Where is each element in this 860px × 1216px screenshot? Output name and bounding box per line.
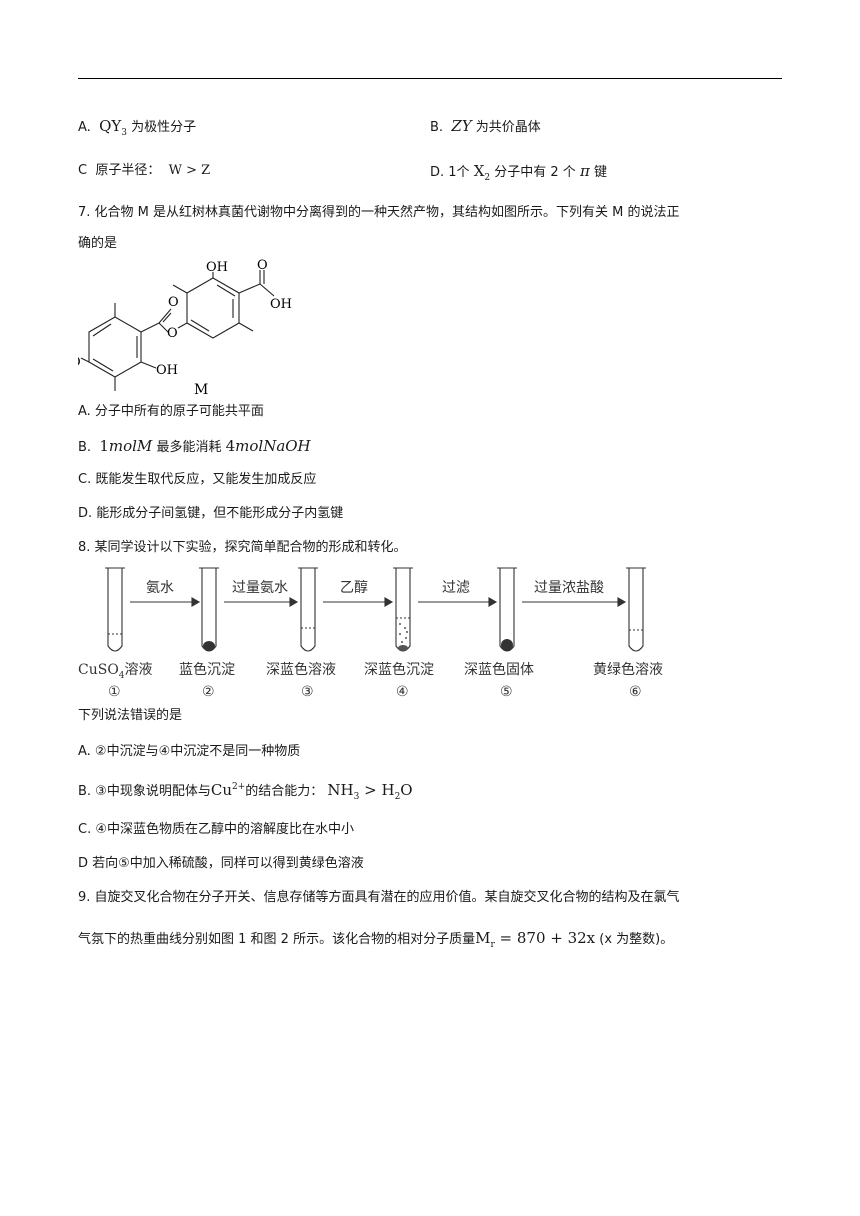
- tube-num-5: ⑤: [500, 684, 513, 700]
- nh3-h2o: NH3 > H2O: [327, 781, 413, 802]
- precipitate-4: [398, 623, 408, 651]
- q7-option-b[interactable]: B. 1molM 最多能消耗 4molNaOH: [78, 437, 311, 455]
- arrow-label-2: 过量氨水: [232, 580, 288, 596]
- q6-option-d[interactable]: D. 1个 X2 分子中有 2 个 π 键: [430, 162, 607, 183]
- q8-option-a[interactable]: A. ②中沉淀与④中沉淀不是同一种物质: [78, 744, 301, 759]
- q6-option-a[interactable]: A. QY3 为极性分子: [78, 117, 197, 138]
- tube-num-1: ①: [108, 684, 121, 700]
- struct-oh-top: OH: [206, 260, 228, 275]
- precipitate-2: [203, 641, 215, 651]
- struct-oh-bottom: OH: [156, 363, 178, 378]
- q6-d-formula: X2: [473, 162, 491, 183]
- struct-oh-acid: OH: [270, 297, 292, 312]
- q6-a-formula: QY3: [99, 117, 127, 138]
- test-tube-1: [105, 567, 125, 652]
- q8-stem: 8. 某同学设计以下实验，探究简单配合物的形成和转化。: [78, 540, 407, 555]
- test-tube-2: [199, 567, 219, 652]
- q7-option-c[interactable]: C. 既能发生取代反应，又能发生加成反应: [78, 472, 317, 487]
- tube-num-4: ④: [396, 684, 409, 700]
- cu-ion: Cu2+: [210, 781, 246, 799]
- q8-option-b[interactable]: B. ③中现象说明配体与Cu2+的结合能力： NH3 > H2O: [78, 781, 413, 802]
- tube-num-3: ③: [301, 684, 314, 700]
- test-tube-5: [497, 567, 517, 652]
- tube-label-5: 深蓝色固体: [464, 661, 534, 678]
- tube-label-3: 深蓝色溶液: [266, 661, 336, 678]
- q9-line2: 气氛下的热重曲线分别如图 1 和图 2 所示。该化合物的相对分子质量Mr = 8…: [78, 929, 674, 950]
- q7-option-d[interactable]: D. 能形成分子间氢键，但不能形成分子内氢键: [78, 506, 344, 521]
- q7-option-a[interactable]: A. 分子中所有的原子可能共平面: [78, 404, 264, 419]
- struct-o-acid: O: [257, 258, 268, 273]
- tube-num-6: ⑥: [629, 684, 642, 700]
- q8-option-d[interactable]: D 若向⑤中加入稀硫酸，同样可以得到黄绿色溶液: [78, 856, 364, 871]
- test-tube-6: [626, 567, 646, 652]
- compound-m-structure: OH O OH O O O OH M: [78, 258, 292, 398]
- q7-stem-line2: 确的是: [78, 236, 118, 251]
- arrow-label-1: 氨水: [146, 580, 174, 596]
- tube-num-2: ②: [202, 684, 215, 700]
- precipitate-5: [501, 639, 513, 651]
- experiment-flow-diagram: 氨水 过量氨水 乙醇 过滤 过量浓盐酸 CuSO4溶液 蓝色沉淀 深蓝色溶液 深…: [78, 567, 663, 700]
- struct-m-label: M: [194, 382, 208, 398]
- tube-label-4: 深蓝色沉淀: [364, 661, 434, 678]
- struct-o-methoxy: O: [78, 355, 81, 370]
- q6-option-b[interactable]: B. ZY 为共价晶体: [430, 117, 541, 135]
- struct-o-ester: O: [168, 295, 179, 310]
- struct-o-bridge: O: [167, 326, 178, 341]
- q9-line1: 9. 自旋交叉化合物在分子开关、信息存储等方面具有潜在的应用价值。某自旋交叉化合…: [78, 890, 680, 905]
- q8-question: 下列说法错误的是: [78, 708, 183, 723]
- q8-option-c[interactable]: C. ④中深蓝色物质在乙醇中的溶解度比在水中小: [78, 822, 354, 837]
- header-rule: [78, 78, 782, 79]
- relative-mass-formula: Mr = 870 + 32x: [475, 929, 596, 950]
- test-tube-4: [393, 567, 413, 652]
- arrow-label-5: 过量浓盐酸: [534, 580, 604, 596]
- tube-label-1: CuSO4溶液: [78, 662, 153, 681]
- arrow-label-4: 过滤: [442, 580, 470, 596]
- tube-label-6: 黄绿色溶液: [593, 661, 663, 678]
- test-tube-3: [298, 567, 318, 652]
- arrow-label-3: 乙醇: [340, 579, 368, 596]
- q6-option-c[interactable]: C 原子半径： W > Z: [78, 163, 211, 178]
- tube-label-2: 蓝色沉淀: [179, 661, 235, 678]
- q7-stem-line1: 7. 化合物 M 是从红树林真菌代谢物中分离得到的一种天然产物，其结构如图所示。…: [78, 205, 680, 220]
